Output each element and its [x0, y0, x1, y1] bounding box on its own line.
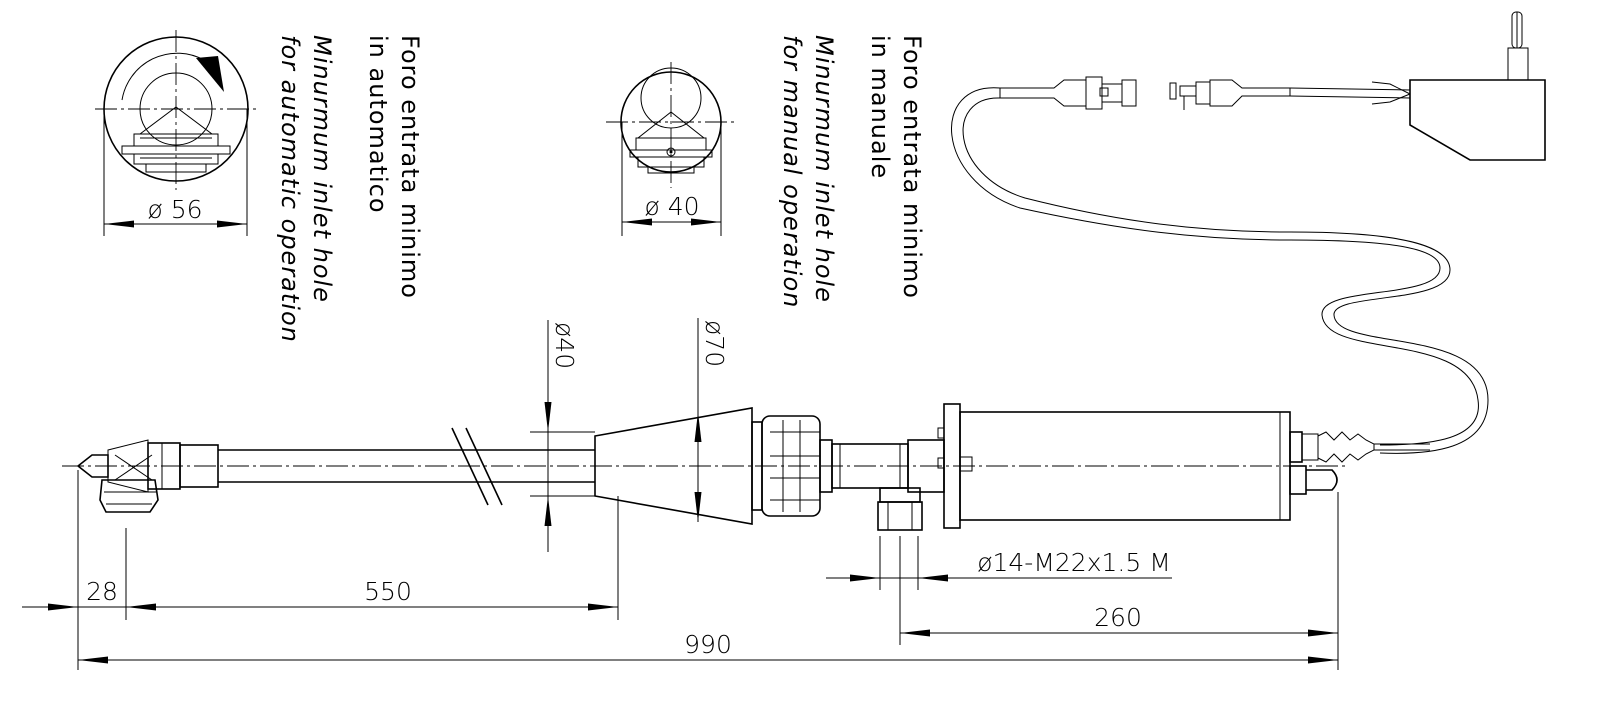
dim-cone-diameter: ø70: [700, 320, 729, 367]
automatic-hole-detail: ø 56: [95, 30, 258, 236]
dim-tip-length: 28: [86, 577, 118, 606]
dimensions: ø40 ø70 28 550 ø14-M22x1.5 M 260 990: [22, 318, 1339, 670]
power-supply: [999, 11, 1546, 161]
dim-probe-length: 550: [364, 577, 412, 606]
note-automatic: Foro entrata minimo in automatico Minurm…: [276, 35, 424, 343]
dim-hole-manual: ø 40: [644, 192, 699, 221]
cable: [951, 87, 1479, 446]
rotation-arrow-icon: [196, 56, 224, 92]
dim-total-length: 990: [684, 630, 732, 659]
dim-probe-diameter: ø40: [550, 322, 579, 369]
dim-body-length: 260: [1094, 603, 1142, 632]
note-manual-en-line1: Minurmum inlet hole: [810, 35, 838, 303]
note-auto-it-line2: in automatico: [364, 35, 392, 214]
note-manual-it-line2: in manuale: [866, 35, 894, 179]
note-auto-it-line1: Foro entrata minimo: [396, 35, 424, 299]
note-manual: Foro entrata minimo in manuale Minurmum …: [778, 35, 926, 308]
dim-hole-auto: ø 56: [147, 195, 202, 224]
note-manual-en-line2: for manual operation: [778, 35, 806, 308]
note-manual-it-line1: Foro entrata minimo: [898, 35, 926, 299]
manual-hole-detail: ø 40: [606, 62, 736, 236]
note-auto-en-line2: for automatic operation: [276, 35, 304, 343]
probe-assembly: [76, 403, 1430, 531]
note-auto-en-line1: Minurmum inlet hole: [308, 35, 336, 303]
dim-thread: ø14-M22x1.5 M: [977, 548, 1171, 577]
screw-icon: [666, 147, 676, 157]
